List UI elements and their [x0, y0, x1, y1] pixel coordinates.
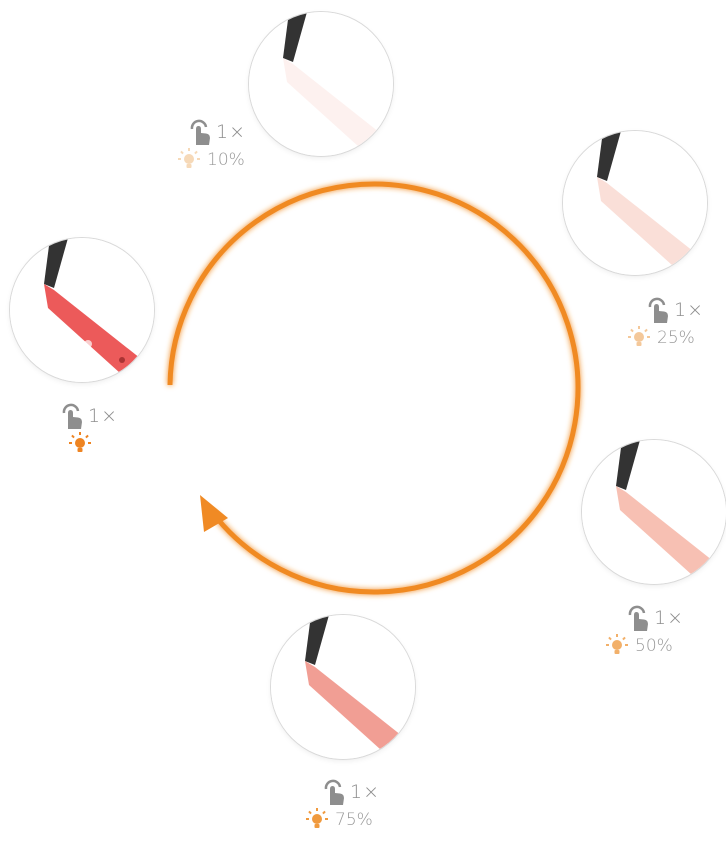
step-thumbnail-75 — [271, 615, 415, 759]
led-strip-image — [271, 615, 415, 759]
tap-count: 1× — [674, 299, 704, 321]
light-bulb-icon — [604, 633, 630, 659]
tap-count: 1× — [654, 607, 684, 629]
tap-count: 1× — [350, 781, 380, 803]
tap-count: 1× — [216, 121, 246, 143]
step-label-10: 1× 10% — [184, 118, 246, 174]
light-bulb-icon — [626, 325, 652, 351]
led-strip-image — [10, 238, 154, 382]
light-bulb-icon — [304, 807, 330, 833]
light-bulb-icon — [67, 431, 93, 457]
step-label-50: 1× 50% — [622, 604, 684, 660]
led-strip-image — [563, 131, 707, 275]
brightness-level: 75% — [335, 810, 373, 830]
step-thumbnail-25 — [563, 131, 707, 275]
step-thumbnail-50 — [582, 440, 726, 584]
tap-hand-icon — [642, 295, 672, 325]
brightness-level: 50% — [635, 636, 673, 656]
step-label-25: 1× 25% — [642, 296, 704, 352]
step-thumbnail-10 — [249, 12, 393, 156]
step-label-full: 1× — [56, 402, 118, 458]
light-bulb-icon — [176, 147, 202, 173]
cycle-arc — [170, 184, 578, 592]
tap-hand-icon — [622, 603, 652, 633]
led-strip-image — [249, 12, 393, 156]
brightness-level: 10% — [207, 150, 245, 170]
tap-hand-icon — [56, 401, 86, 431]
tap-hand-icon — [184, 117, 214, 147]
brightness-level: 25% — [657, 328, 695, 348]
step-label-75: 1× 75% — [318, 778, 380, 834]
tap-hand-icon — [318, 777, 348, 807]
tap-count: 1× — [88, 405, 118, 427]
step-thumbnail-full — [10, 238, 154, 382]
led-strip-image — [582, 440, 726, 584]
